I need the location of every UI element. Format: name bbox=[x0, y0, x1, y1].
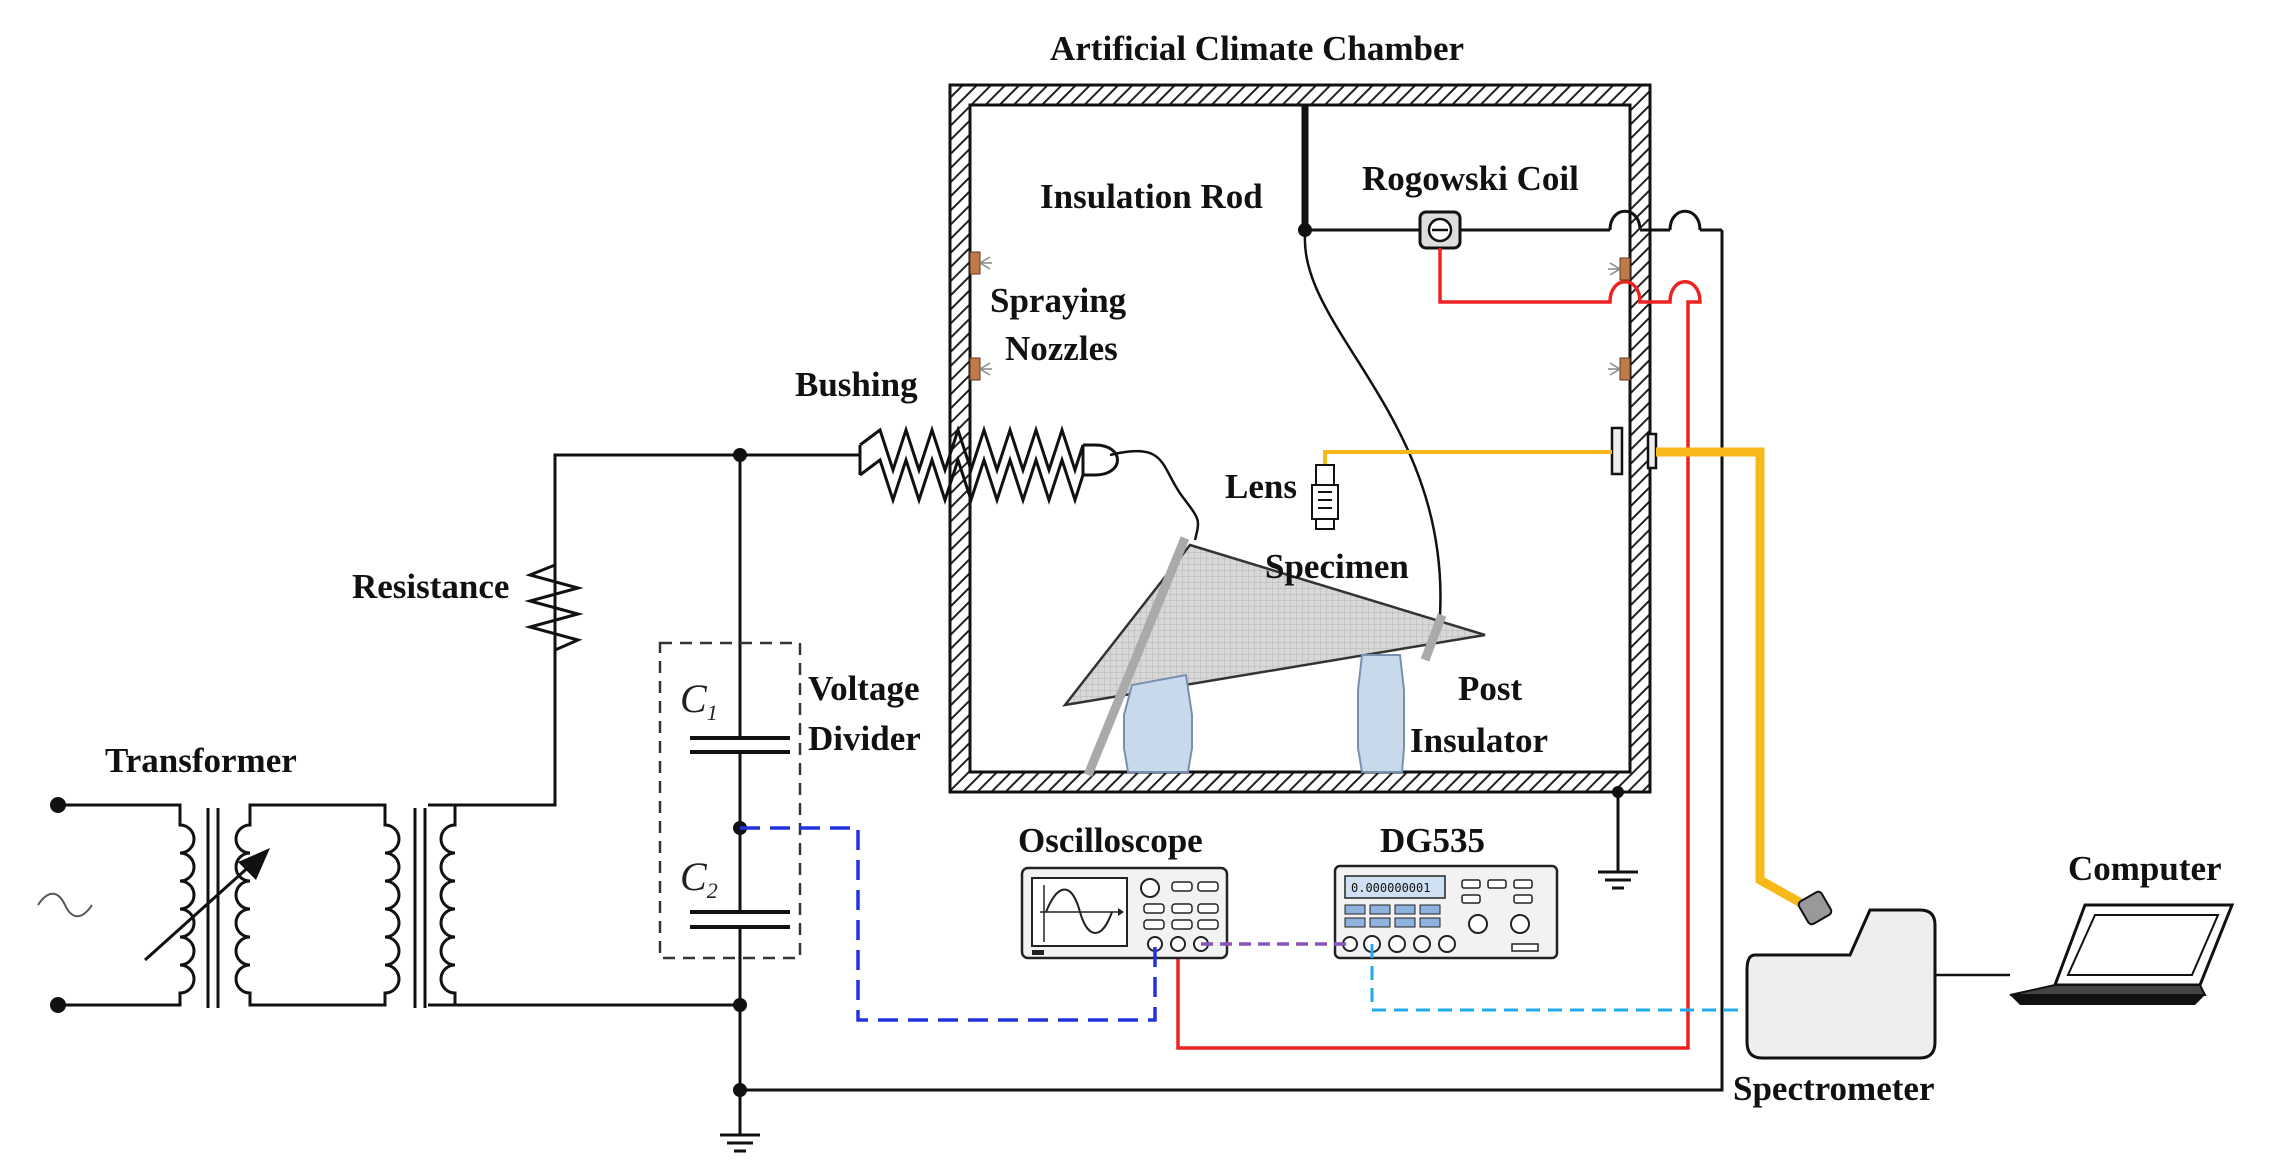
insulation-rod-label: Insulation Rod bbox=[1040, 177, 1263, 216]
c1-label: C1 bbox=[680, 676, 718, 725]
post-insulator-label-1: Post bbox=[1458, 669, 1523, 708]
main-circuit-wires bbox=[428, 453, 1724, 1135]
spraying-nozzles bbox=[969, 251, 1631, 381]
spectrometer-trigger-line bbox=[1370, 944, 1750, 1012]
oscilloscope-label: Oscilloscope bbox=[1018, 821, 1203, 860]
dg535-label: DG535 bbox=[1380, 821, 1485, 860]
lens-label: Lens bbox=[1225, 467, 1297, 506]
post-insulator-label-2: Insulator bbox=[1410, 721, 1548, 760]
c2-label: C2 bbox=[680, 854, 718, 903]
spectrometer-label: Spectrometer bbox=[1733, 1069, 1934, 1108]
voltage-divider-label-2: Divider bbox=[808, 719, 921, 758]
transformer-label: Transformer bbox=[105, 741, 297, 780]
insulation-rod bbox=[1301, 105, 1724, 1088]
climate-chamber bbox=[948, 83, 1652, 794]
computer-label: Computer bbox=[2068, 849, 2222, 888]
optical-fiber bbox=[1656, 447, 1813, 912]
ground-icon bbox=[720, 1133, 760, 1153]
dg535-delay-generator: 0.000000001 bbox=[1333, 864, 1559, 960]
specimen-label: Specimen bbox=[1265, 547, 1409, 586]
ac-symbol: ~ bbox=[40, 904, 58, 943]
rogowski-coil-label: Rogowski Coil bbox=[1362, 159, 1579, 198]
oscilloscope bbox=[1020, 866, 1229, 960]
spraying-nozzles-label-2: Nozzles bbox=[1005, 329, 1118, 368]
rogowski-coil bbox=[1418, 210, 1462, 250]
variable-arrow-head bbox=[238, 848, 270, 880]
bushing-label: Bushing bbox=[795, 365, 918, 404]
capacitors bbox=[690, 736, 790, 929]
red-signal-wire bbox=[1176, 248, 1702, 1050]
bushing bbox=[858, 425, 1200, 541]
ac-source-icon bbox=[37, 892, 93, 918]
divider-signal-line bbox=[740, 826, 1157, 1022]
transformer bbox=[58, 803, 470, 1008]
spraying-nozzles-label-1: Spraying bbox=[990, 281, 1127, 320]
laptop-icon bbox=[2009, 903, 2235, 1005]
spectrometer bbox=[1745, 890, 2010, 1060]
specimen bbox=[1062, 536, 1486, 777]
voltage-divider-label-1: Voltage bbox=[808, 669, 919, 708]
camera-lens-icon bbox=[1311, 464, 1339, 530]
voltage-divider-box bbox=[658, 641, 802, 960]
post-insulators bbox=[1123, 654, 1405, 773]
chamber-title: Artificial Climate Chamber bbox=[1050, 29, 1464, 68]
dg535-display: 0.000000001 bbox=[1351, 881, 1430, 895]
ground-icon bbox=[1598, 786, 1638, 890]
optical-fiber-inner bbox=[1323, 450, 1612, 465]
resistance-label: Resistance bbox=[352, 567, 509, 606]
